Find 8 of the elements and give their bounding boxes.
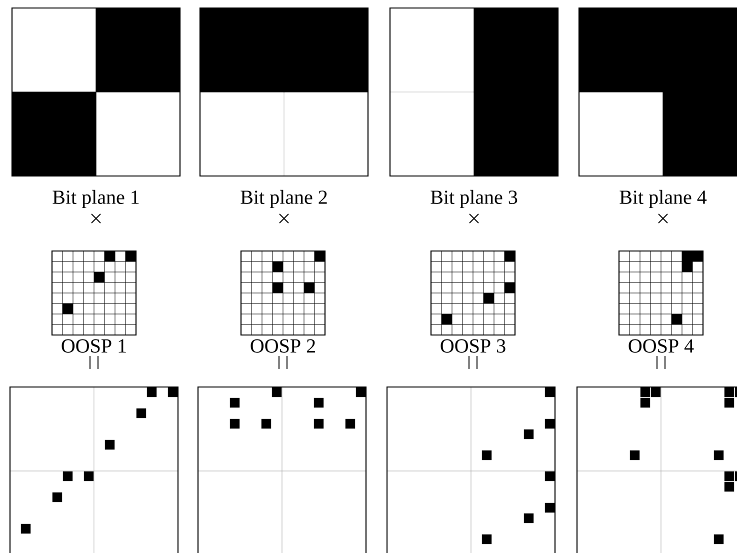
caption: OOSP 4 [628,339,694,353]
caption: OOSP 3 [440,339,506,353]
caption: Bit plane 3 [430,190,518,208]
caption: Bit plane 2 [240,190,327,208]
caption: OOSP 2 [250,339,315,353]
caption: Bit plane 1 [52,190,139,208]
caption: Bit plane 4 [620,190,707,208]
caption: OOSP 1 [62,339,126,353]
